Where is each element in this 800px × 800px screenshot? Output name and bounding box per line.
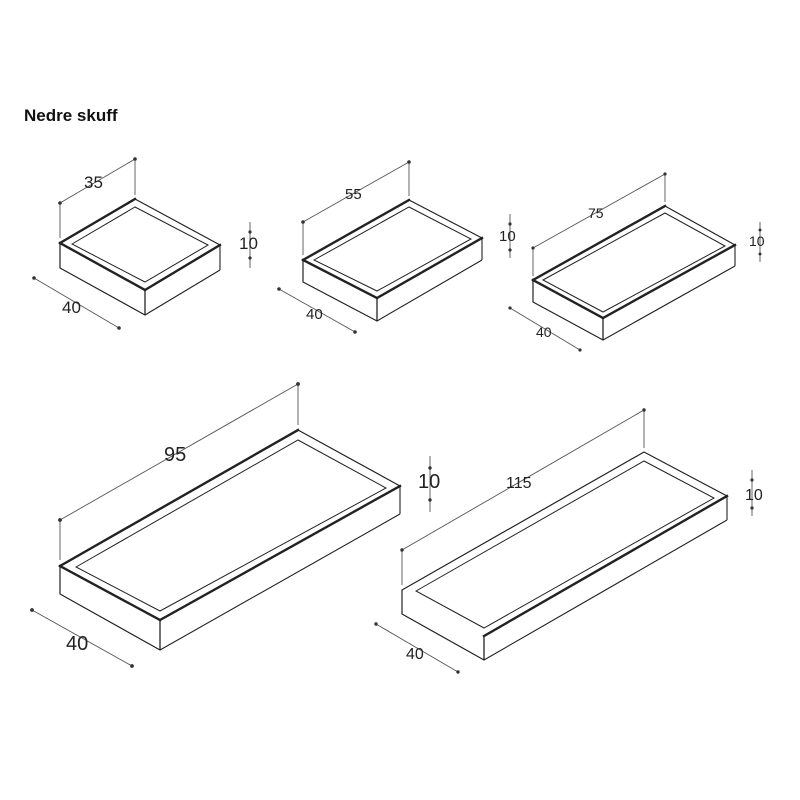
drawer-95: 95 40 10 xyxy=(30,382,440,668)
drawer-75: 75 40 10 xyxy=(508,172,765,352)
height-label: 10 xyxy=(499,228,516,245)
depth-label: 40 xyxy=(66,633,88,655)
drawer-box xyxy=(59,429,401,651)
height-label: 10 xyxy=(239,234,258,253)
width-label: 95 xyxy=(164,444,186,466)
depth-label: 40 xyxy=(306,306,323,323)
depth-label: 40 xyxy=(62,298,81,317)
page-title: Nedre skuff xyxy=(24,106,118,125)
drawer-box xyxy=(401,451,728,661)
height-label: 10 xyxy=(745,487,763,504)
height-label: 10 xyxy=(749,233,765,249)
depth-label: 40 xyxy=(406,646,424,663)
drawer-115: 115 40 10 xyxy=(374,408,763,674)
depth-label: 40 xyxy=(536,324,552,340)
width-label: 75 xyxy=(588,205,604,221)
height-label: 10 xyxy=(418,471,440,493)
width-label: 55 xyxy=(345,186,362,203)
width-label: 35 xyxy=(84,173,103,192)
drawer-box xyxy=(532,205,736,341)
width-label: 115 xyxy=(506,475,532,492)
drawer-35: 35 40 10 xyxy=(32,157,258,330)
drawer-55: 55 40 10 xyxy=(277,160,516,334)
drawer-box xyxy=(302,199,483,322)
